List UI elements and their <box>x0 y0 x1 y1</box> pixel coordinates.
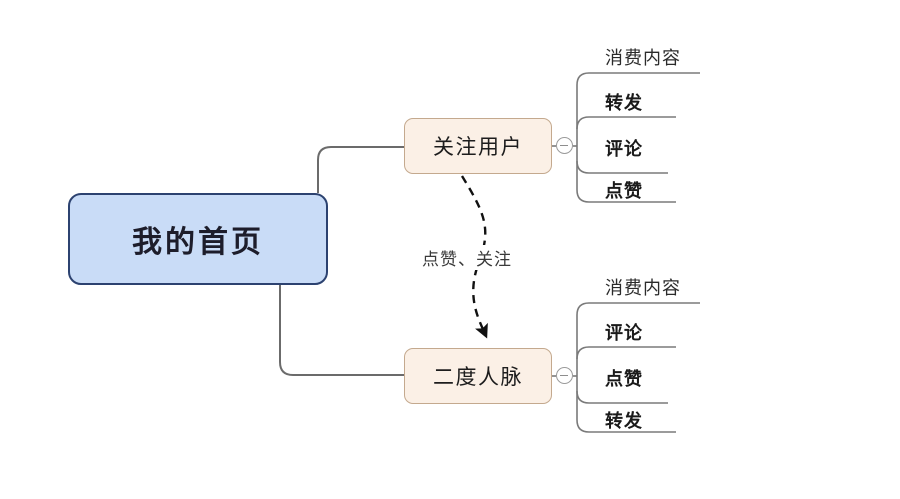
subtree1-underline-2 <box>576 160 668 174</box>
branch-node-guanzhuyonghu[interactable]: 关注用户 <box>404 118 552 174</box>
minus-circle-icon-branch2[interactable] <box>556 367 573 384</box>
subtree1-leaf-3[interactable]: 点赞 <box>605 181 643 201</box>
subtree2-header[interactable]: 消费内容 <box>605 278 681 298</box>
connector-root-to-branch2 <box>279 285 404 376</box>
subtree1-underline-1 <box>576 116 676 130</box>
subtree1-leaf-1[interactable]: 转发 <box>605 93 643 113</box>
subtree1-spine <box>576 72 700 203</box>
branch-node-erdurenmai[interactable]: 二度人脉 <box>404 348 552 404</box>
subtree2-leaf-2[interactable]: 点赞 <box>605 369 643 389</box>
subtree2-underline-2 <box>576 390 668 404</box>
relation-label: 点赞、关注 <box>420 245 514 270</box>
subtree1-header[interactable]: 消费内容 <box>605 48 681 68</box>
connector-root-to-branch1 <box>317 146 404 193</box>
subtree1-leaf-2[interactable]: 评论 <box>605 139 643 159</box>
subtree2-underline-1 <box>576 346 676 360</box>
subtree2-spine <box>576 302 700 433</box>
subtree2-leaf-3[interactable]: 转发 <box>605 411 643 431</box>
subtree2-leaf-1[interactable]: 评论 <box>605 323 643 343</box>
minus-circle-icon-branch1[interactable] <box>556 137 573 154</box>
root-node[interactable]: 我的首页 <box>68 193 328 285</box>
relation-dashed-arrow <box>460 175 488 339</box>
